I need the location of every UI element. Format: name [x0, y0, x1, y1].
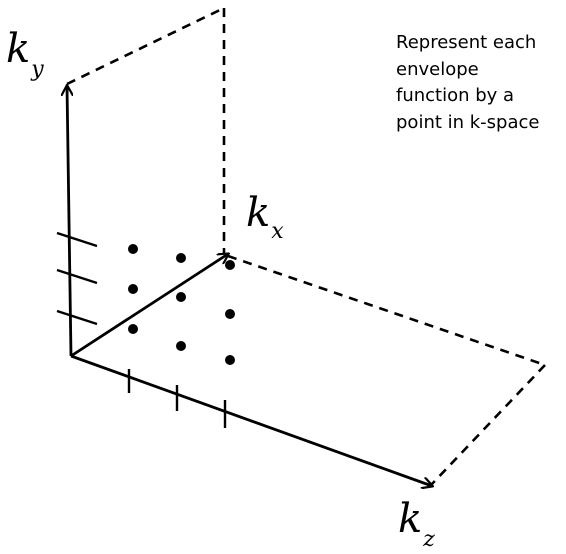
- ky-tick: [56, 268, 98, 285]
- ky-tick: [56, 309, 98, 326]
- caption-text: Represent each envelope function by a po…: [396, 30, 561, 136]
- kz-plane-dashed-right: [431, 364, 546, 485]
- kx-axis-label: kx: [246, 190, 284, 244]
- k-point: [128, 284, 138, 294]
- ky-tick: [56, 231, 98, 248]
- caption-line: envelope: [396, 58, 479, 80]
- k-point: [225, 260, 235, 270]
- kz-axis-label: kz: [398, 496, 435, 552]
- kz-axis: [70, 354, 432, 486]
- k-point: [176, 253, 186, 263]
- kz-plane-dashed-back: [227, 254, 546, 367]
- k-point: [128, 244, 138, 254]
- k-point: [225, 309, 235, 319]
- k-point: [176, 292, 186, 302]
- kx-axis: [70, 254, 228, 358]
- caption-line: Represent each: [396, 32, 537, 53]
- ky-axis: [67, 86, 71, 357]
- ky-axis-label: ky: [6, 26, 44, 82]
- caption-line: function by a: [396, 85, 515, 106]
- ky-plane-dashed-top: [66, 6, 225, 86]
- k-point: [128, 324, 138, 334]
- k-point: [225, 355, 235, 365]
- k-point: [176, 341, 186, 351]
- caption-line: point in k-space: [396, 111, 540, 133]
